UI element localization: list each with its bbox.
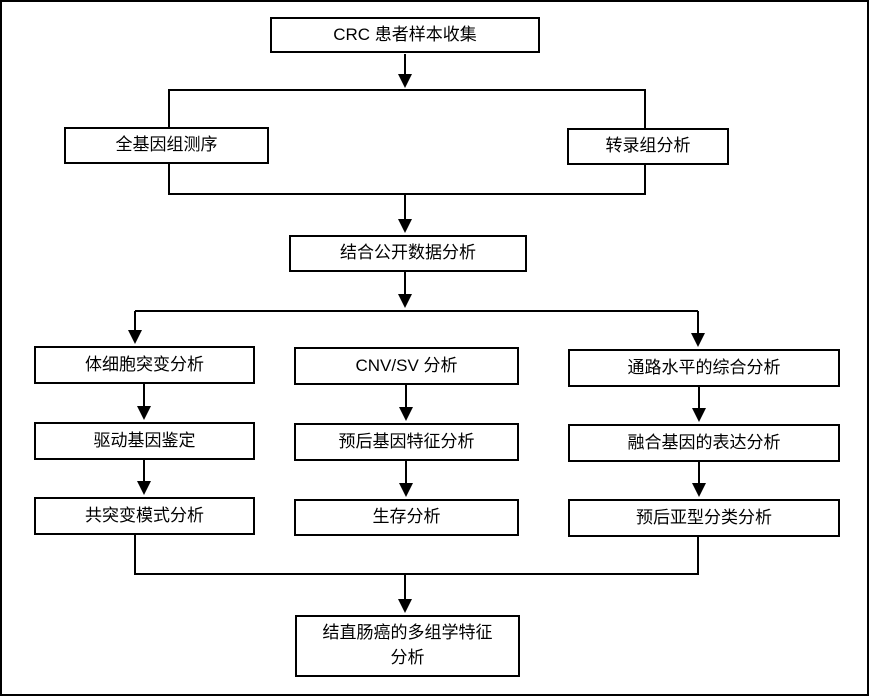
node-driver-gene-identification: 驱动基因鉴定 — [34, 422, 255, 460]
node-transcriptome-analysis: 转录组分析 — [567, 128, 729, 165]
node-prognostic-gene-signature-analysis: 预后基因特征分析 — [294, 423, 519, 461]
node-whole-genome-sequencing: 全基因组测序 — [64, 127, 269, 164]
final-node-line1: 结直肠癌的多组学特征 — [322, 623, 493, 643]
node-prognostic-subtype-classification-analysis: 预后亚型分类分析 — [568, 499, 840, 537]
node-fusion-gene-expression-analysis: 融合基因的表达分析 — [568, 424, 840, 462]
final-node-line2: 分析 — [390, 648, 425, 667]
node-pathway-level-integrated-analysis: 通路水平的综合分析 — [568, 349, 840, 387]
node-comutation-pattern-analysis: 共突变模式分析 — [34, 497, 255, 535]
node-public-data-analysis: 结合公开数据分析 — [289, 235, 527, 272]
node-survival-analysis: 生存分析 — [294, 499, 519, 536]
node-multiomics-characterization: 结直肠癌的多组学特征 分析 — [295, 615, 520, 677]
node-cnv-sv-analysis: CNV/SV 分析 — [294, 347, 519, 385]
node-sample-collection: CRC 患者样本收集 — [270, 17, 540, 53]
node-somatic-mutation-analysis: 体细胞突变分析 — [34, 346, 255, 384]
